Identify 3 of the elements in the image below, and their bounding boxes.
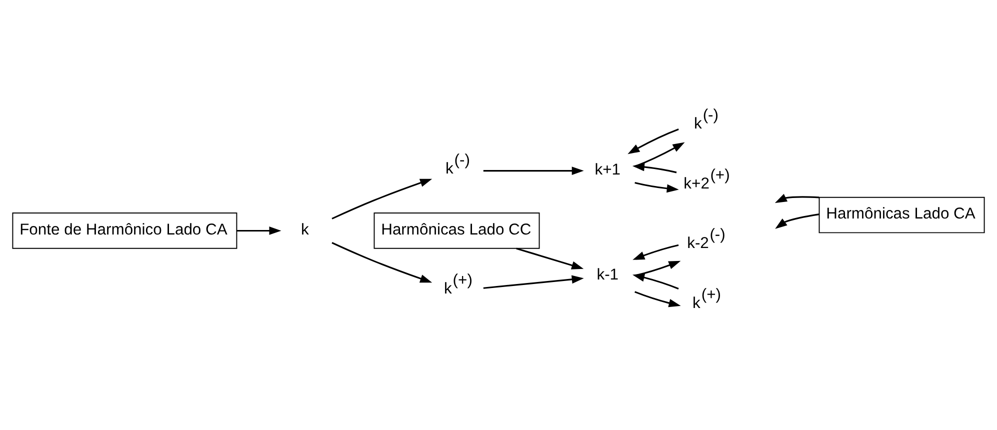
node-text: k (301, 220, 309, 238)
node-text: k+1 (594, 161, 621, 178)
node-text: k-1 (596, 266, 619, 284)
